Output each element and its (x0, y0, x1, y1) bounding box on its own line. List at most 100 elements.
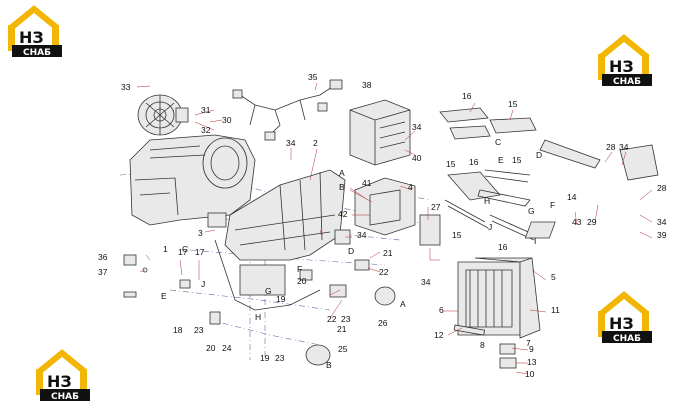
ref-D-right: D (536, 150, 542, 160)
callout-22a: 22 (379, 267, 389, 277)
callout-15a: 15 (508, 99, 518, 109)
ref-G-right: G (528, 206, 535, 216)
callout-34c: 34 (619, 142, 629, 152)
callout-40: 40 (412, 153, 422, 163)
callout-3: 3 (198, 228, 203, 238)
callout-23b: 23 (275, 353, 285, 363)
logo-letters: НЗ (609, 314, 634, 333)
callout-19b: 19 (260, 353, 270, 363)
callout-30: 30 (222, 115, 232, 125)
callout-34a: 34 (286, 138, 296, 148)
callout-20a: 20 (206, 343, 216, 353)
ref-F-right: F (550, 200, 555, 210)
ref-C-right: C (495, 137, 501, 147)
ref-B-top: B (339, 182, 345, 192)
logo-label: СНАБ (613, 334, 641, 344)
callout-8: 8 (480, 340, 485, 350)
callout-35: 35 (308, 72, 318, 82)
ref-E-right: E (498, 155, 504, 165)
callout-5: 5 (551, 272, 556, 282)
callout-27: 27 (431, 202, 441, 212)
logo-letters: НЗ (609, 57, 634, 76)
callout-21a: 21 (383, 248, 393, 258)
callout-21b: 21 (337, 324, 347, 334)
ref-E-left: E (161, 291, 167, 301)
ref-D-left: D (348, 246, 354, 256)
callout-4: 4 (408, 182, 413, 192)
callout-23a: 23 (194, 325, 204, 335)
ref-F-left: F (297, 264, 302, 274)
logo-bottom-left: НЗ СНАБ (36, 349, 90, 402)
callout-33: 33 (121, 82, 131, 92)
logo-top-right: НЗ СНАБ (598, 34, 652, 87)
callout-2: 2 (313, 138, 318, 148)
logo-label: СНАБ (51, 392, 79, 402)
callout-38: 38 (362, 80, 372, 90)
ref-B-bottom: B (326, 360, 332, 370)
callout-37: 37 (98, 267, 108, 277)
callout-18: 18 (173, 325, 183, 335)
callout-39: 39 (657, 230, 667, 240)
callout-34f: 34 (421, 277, 431, 287)
doors-group (439, 107, 659, 241)
callout-14: 14 (567, 192, 577, 202)
callout-42: 42 (338, 209, 348, 219)
ref-G-left: G (265, 286, 272, 296)
callout-16a: 16 (462, 91, 472, 101)
callout-1: 1 (163, 244, 168, 254)
ref-A-top: A (339, 168, 345, 178)
callout-43: 43 (572, 217, 582, 227)
callout-28a: 28 (606, 142, 616, 152)
callout-7: 7 (526, 338, 531, 348)
logo-label: СНАБ (613, 77, 641, 87)
callout-13: 13 (527, 357, 537, 367)
ref-J-left: J (201, 279, 205, 289)
callout-9: 9 (529, 344, 534, 354)
ref-I-right: I (534, 236, 536, 246)
logo-letters: НЗ (19, 28, 44, 47)
callout-15d: 15 (452, 230, 462, 240)
callout-11: 11 (551, 305, 560, 315)
ref-H-right: H (484, 196, 490, 206)
logo-mid-right: НЗ СНАБ (598, 291, 652, 344)
callout-20b: 20 (297, 276, 307, 286)
wiring-harness (232, 79, 343, 141)
callout-12: 12 (434, 330, 444, 340)
callout-32: 32 (201, 125, 211, 135)
callout-17b: 17 (195, 247, 205, 257)
ref-J-right: J (488, 222, 492, 232)
callout-34d: 34 (657, 217, 667, 227)
callout-24: 24 (222, 343, 232, 353)
callout-34e: 34 (357, 230, 367, 240)
leader-lines (136, 82, 653, 375)
callout-26: 26 (378, 318, 388, 328)
callout-36: 36 (98, 252, 108, 262)
callout-22b: 22 (327, 314, 337, 324)
callout-16b: 16 (469, 157, 479, 167)
callout-23c: 23 (341, 314, 351, 324)
callout-10: 10 (525, 369, 535, 379)
heater-core (453, 257, 541, 369)
callout-16c: 16 (498, 242, 508, 252)
blower-housing (129, 134, 256, 226)
callout-6: 6 (439, 305, 444, 315)
callout-41: 41 (362, 178, 372, 188)
ref-A-bottom: A (400, 299, 406, 309)
ref-H-left: H (255, 312, 261, 322)
callout-34b: 34 (412, 122, 422, 132)
module-38 (349, 99, 411, 166)
ref-C-left: C (182, 244, 188, 254)
logo-label: СНАБ (23, 48, 51, 58)
callout-25: 25 (338, 344, 348, 354)
callout-19a: 19 (276, 294, 286, 304)
callout-31: 31 (201, 105, 211, 115)
logo-letters: НЗ (47, 372, 72, 391)
callout-15b: 15 (446, 159, 456, 169)
callout-17a: 17 (178, 247, 188, 257)
small-parts (123, 214, 556, 366)
logo-top-left: НЗ СНАБ (8, 5, 62, 58)
callout-28b: 28 (657, 183, 667, 193)
callout-15c: 15 (512, 155, 522, 165)
callout-29: 29 (587, 217, 597, 227)
